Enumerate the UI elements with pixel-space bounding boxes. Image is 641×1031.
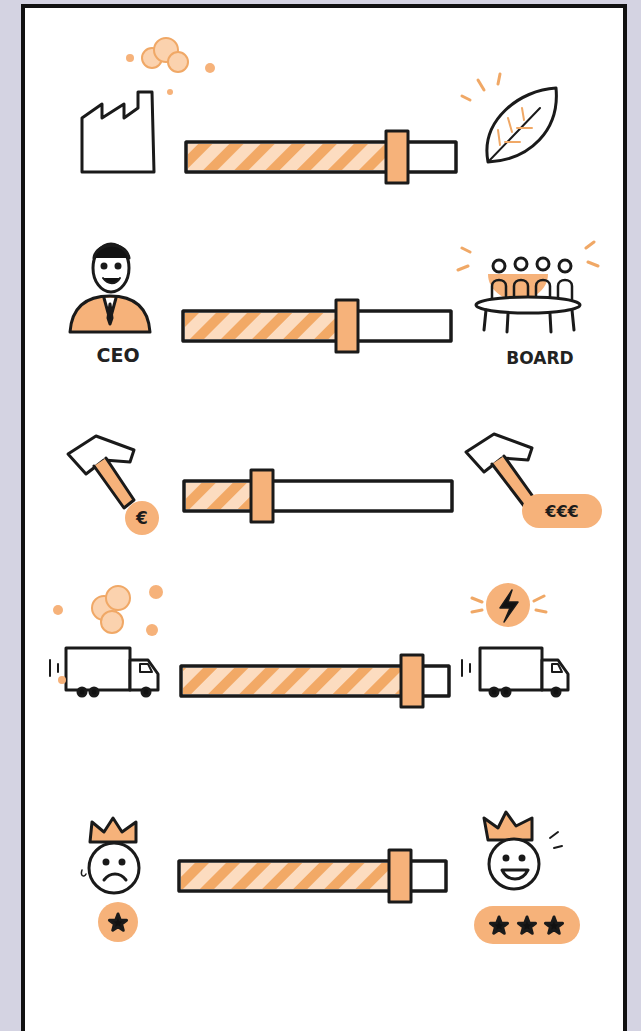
star-symbol bbox=[518, 917, 535, 933]
slider-track bbox=[184, 481, 452, 511]
slider-fill bbox=[181, 863, 389, 889]
panel bbox=[23, 6, 625, 1031]
happy-king-icon bbox=[474, 812, 580, 944]
electric-truck-icon bbox=[462, 583, 568, 696]
slider-fill bbox=[188, 144, 388, 170]
star-symbol bbox=[490, 917, 507, 933]
slider-track bbox=[183, 311, 451, 341]
diesel-truck-icon bbox=[50, 585, 163, 696]
slider-track bbox=[186, 142, 456, 172]
role-label: CEO bbox=[96, 344, 139, 366]
leaf-icon bbox=[462, 74, 556, 162]
slider-fill bbox=[183, 668, 401, 694]
slider-handle bbox=[401, 655, 423, 707]
ceo-icon bbox=[70, 244, 150, 332]
hammer-icon bbox=[68, 436, 134, 508]
slider-handle bbox=[386, 131, 408, 183]
currency-badge: € bbox=[125, 501, 159, 535]
star-symbol bbox=[545, 917, 562, 933]
hammer-icon bbox=[466, 434, 534, 506]
slider-handle bbox=[389, 850, 411, 902]
currency-badge: €€€ bbox=[522, 494, 602, 528]
slider-fill bbox=[185, 313, 335, 339]
unhappy-king-icon bbox=[81, 818, 139, 942]
slider-fill bbox=[186, 483, 252, 509]
currency-sign: €€€ bbox=[545, 502, 578, 521]
slider-handle bbox=[336, 300, 358, 352]
board-icon bbox=[458, 242, 598, 332]
role-label: BOARD bbox=[506, 348, 573, 368]
currency-sign: € bbox=[136, 508, 148, 528]
star-symbol bbox=[109, 914, 126, 930]
slider-handle bbox=[251, 470, 273, 522]
